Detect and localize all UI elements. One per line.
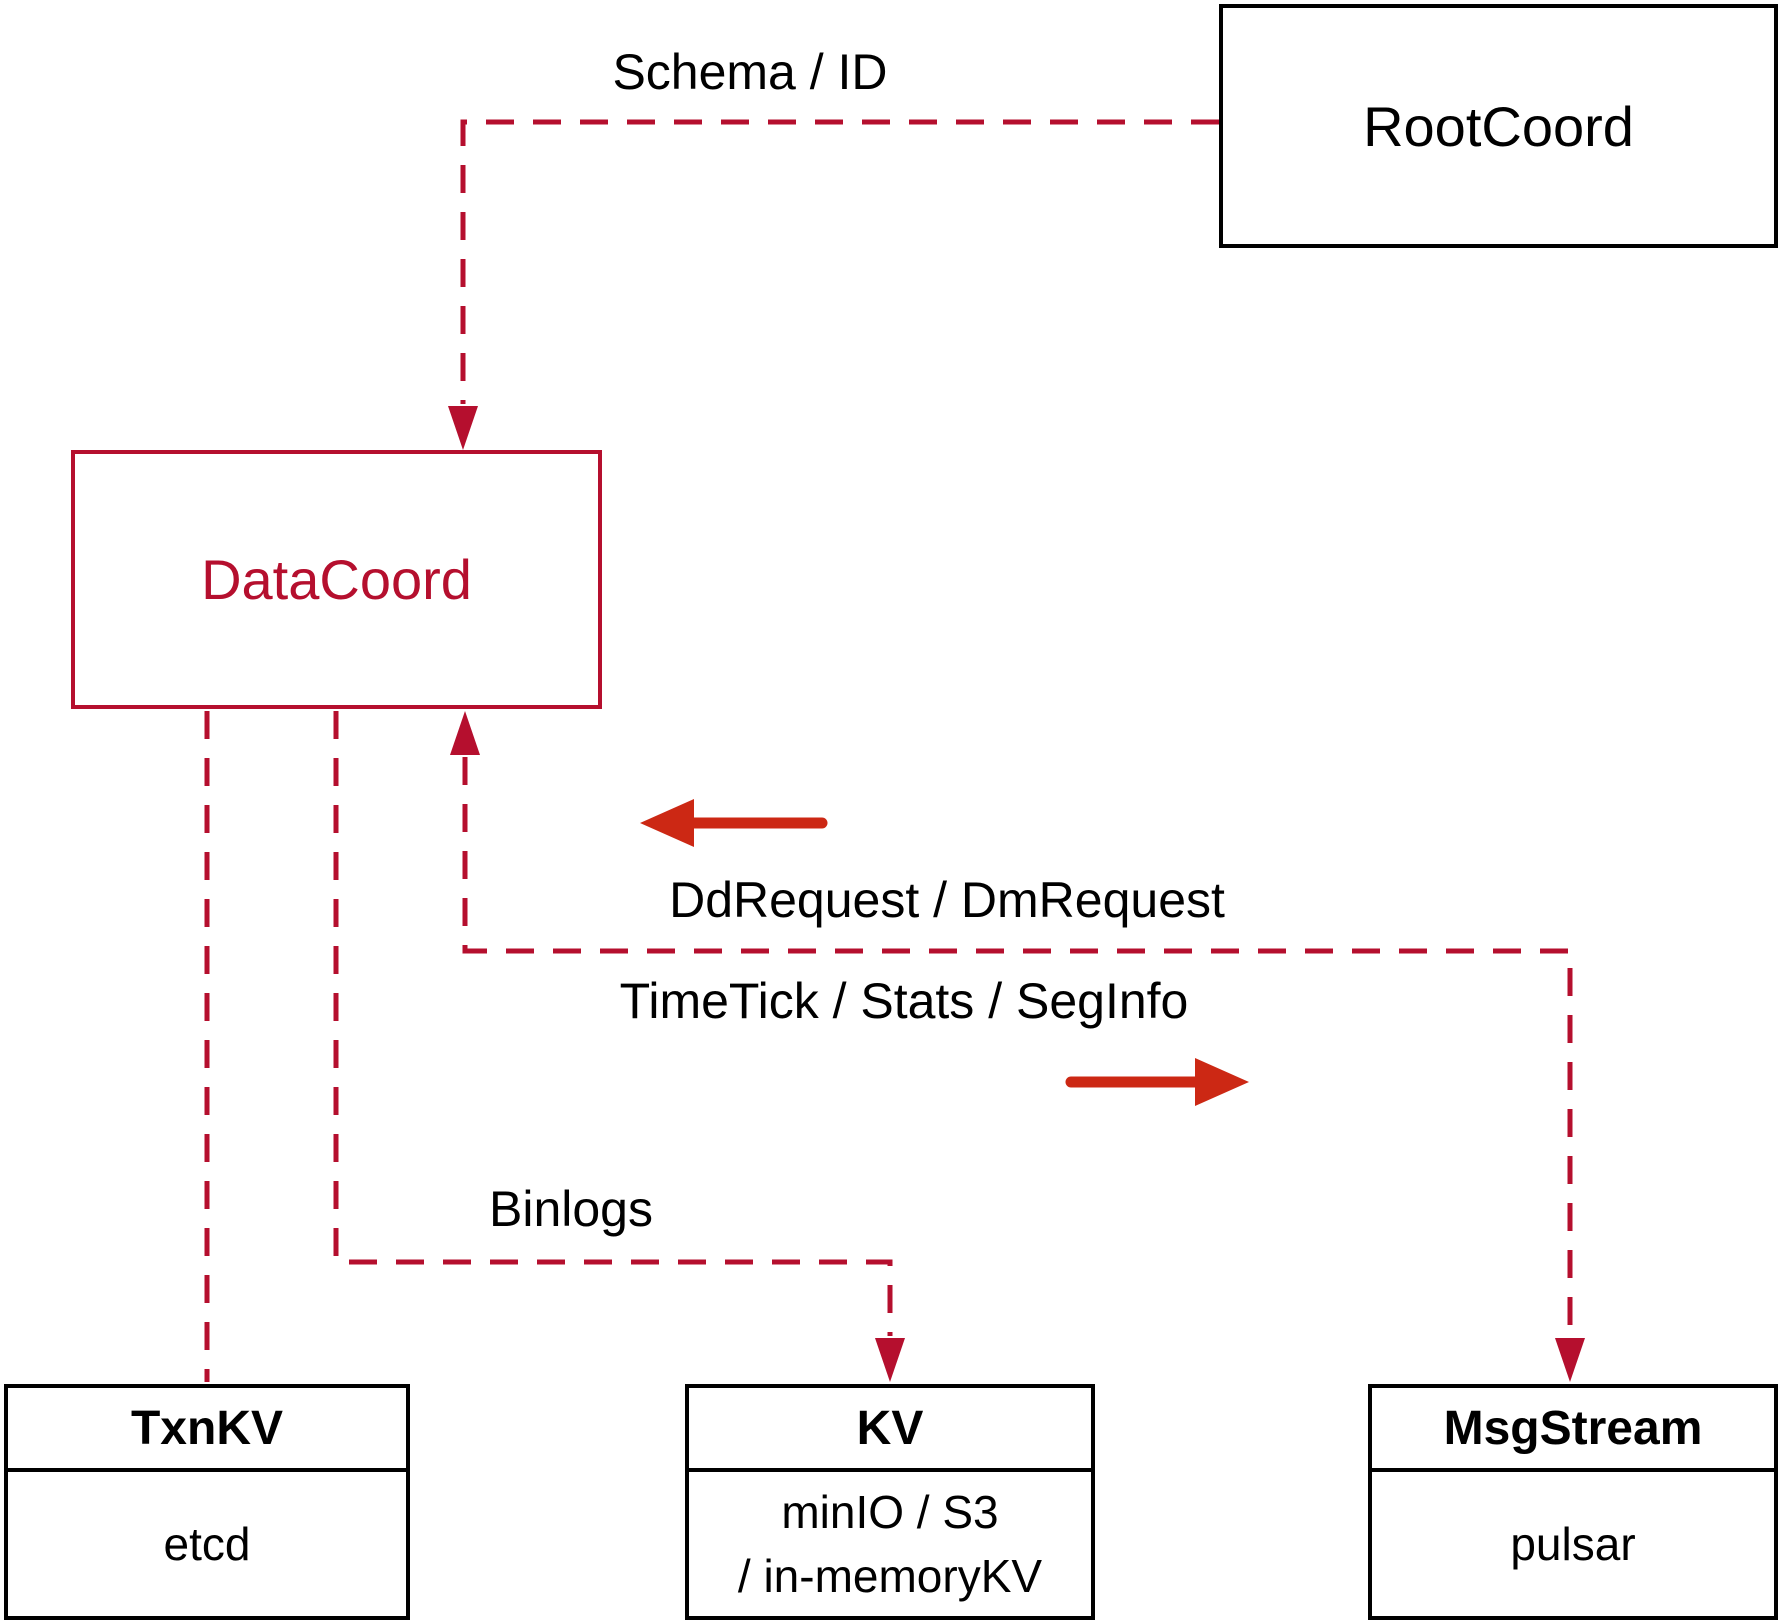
datacoord-node: DataCoord [71,450,602,709]
edge-label-schema-id: Schema / ID [612,44,888,100]
datacoord-kv-connector [333,711,893,1336]
datacoord-label: DataCoord [201,548,472,611]
arrowhead-up-icon [450,711,480,755]
edge-label-binlogs: Binlogs [489,1181,653,1237]
kv-title: KV [689,1388,1091,1472]
kv-body-line2: / in-memoryKV [737,1550,1043,1602]
msgstream-body: pulsar [1510,1518,1636,1570]
rootcoord-label: RootCoord [1363,94,1634,158]
txnkv-title: TxnKV [8,1388,406,1472]
kv-body-line1: minIO / S3 [781,1486,999,1538]
arrow-right-icon [1065,1058,1249,1106]
txnkv-node: TxnKV etcd [4,1384,410,1620]
rootcoord-datacoord-connector [460,119,1219,404]
arrowhead-down-icon [448,406,478,450]
edge-label-timetick-stats-seginfo: TimeTick / Stats / SegInfo [619,973,1189,1029]
datacoord-msgstream-connector [462,757,1573,1336]
arrow-left-icon [640,799,828,847]
arrowhead-down-icon [1555,1338,1585,1382]
msgstream-title: MsgStream [1372,1388,1774,1472]
msgstream-node: MsgStream pulsar [1368,1384,1778,1620]
txnkv-body: etcd [163,1518,251,1570]
arrowhead-down-icon [875,1338,905,1382]
rootcoord-node: RootCoord [1219,4,1778,248]
kv-node: KV minIO / S3 / in-memoryKV [685,1384,1095,1620]
edge-label-ddrequest-dmrequest: DdRequest / DmRequest [669,872,1225,928]
